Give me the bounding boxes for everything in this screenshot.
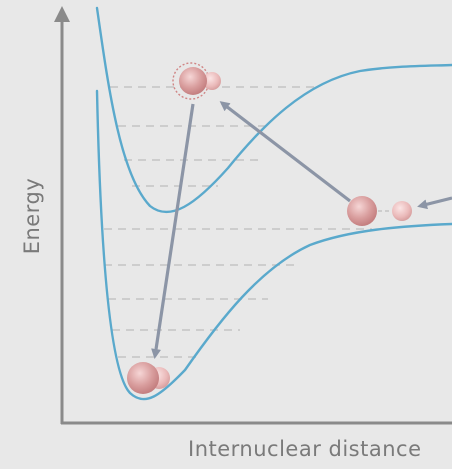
- small-atom: [392, 201, 412, 221]
- vibrational-levels: [104, 86, 372, 358]
- free-atoms: [347, 196, 412, 226]
- axes: [54, 6, 452, 425]
- large-atom: [179, 67, 207, 95]
- large-atom: [127, 362, 159, 394]
- arrow-incoming-atoms: [417, 196, 452, 210]
- excited-molecule: [172, 62, 221, 100]
- small-atom: [203, 72, 221, 90]
- energy-axis-arrowhead: [54, 6, 70, 22]
- excited-potential-curve: [95, 6, 452, 214]
- ground-molecule: [127, 362, 170, 394]
- large-atom: [347, 196, 377, 226]
- x-axis-label: Internuclear distance: [188, 437, 422, 461]
- transition-arrows: [151, 101, 452, 359]
- arrow-atoms-to-excited: [219, 101, 351, 203]
- arrow-excited-to-ground: [151, 103, 195, 359]
- ground-potential-curve: [95, 89, 452, 401]
- potential-curves: [95, 6, 452, 401]
- y-axis-label: Energy: [20, 177, 44, 255]
